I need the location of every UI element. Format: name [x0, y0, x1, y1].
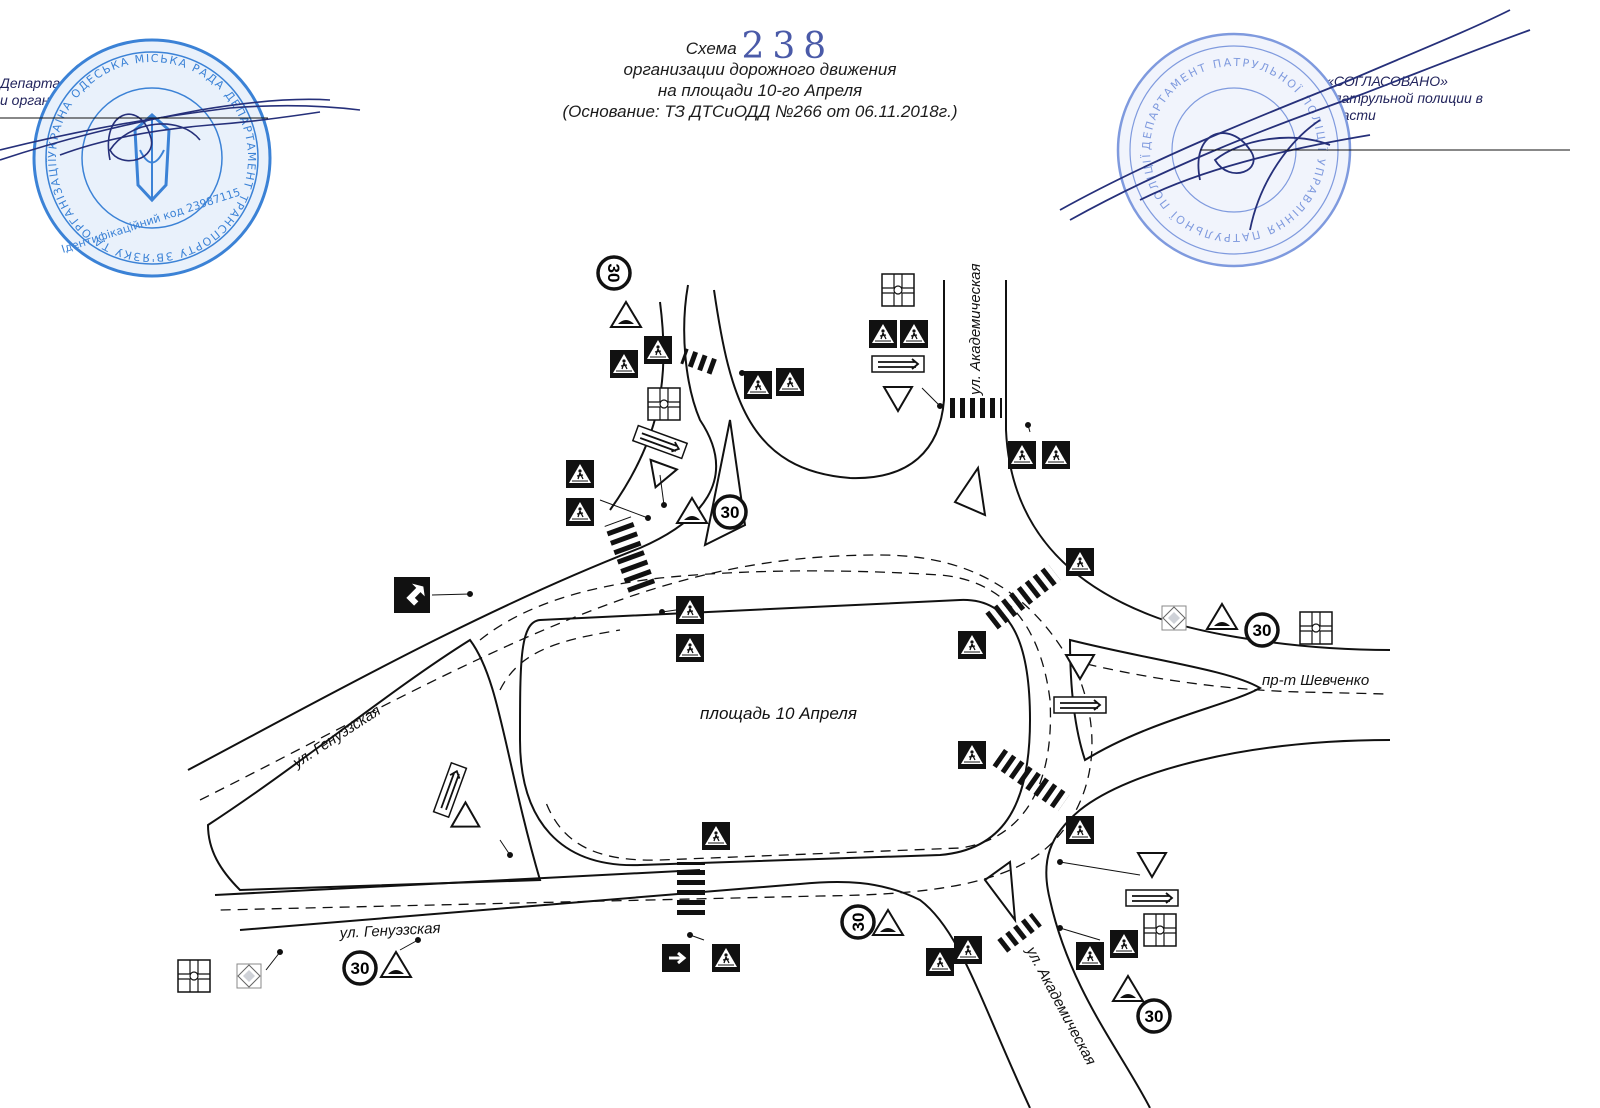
give-way-icon — [450, 801, 488, 840]
speed-limit-sign: 30 — [1136, 998, 1172, 1034]
intersection-scheme-icon — [1143, 913, 1177, 947]
title-line-scheme: Схема 238 — [520, 29, 1000, 65]
pedestrian-crossing-icon — [609, 349, 639, 379]
give-way-icon — [1137, 852, 1167, 878]
svg-text:30: 30 — [351, 959, 370, 978]
pedestrian-crossing-icon — [957, 630, 987, 660]
signature-right — [1059, 9, 1531, 231]
speed-bump-warning-icon — [1206, 603, 1238, 630]
title-word: Схема — [685, 39, 737, 58]
intersection-scheme-icon — [881, 273, 915, 307]
road-edges — [187, 280, 1391, 1108]
crosswalk-se — [992, 748, 1070, 812]
crosswalk-nw — [680, 348, 720, 376]
signature-left — [0, 98, 361, 162]
pedestrian-crossing-icon — [957, 740, 987, 770]
direction-plate-icon — [871, 355, 925, 373]
crosswalk-ne — [985, 564, 1061, 630]
intersection-scheme-icon — [1299, 611, 1333, 645]
crosswalk-akademicheskaya-top — [946, 398, 1002, 418]
title-line-3: на площади 10-го Апреля — [657, 81, 863, 100]
svg-text:30: 30 — [604, 264, 623, 283]
pedestrian-crossing-icon — [565, 497, 595, 527]
speed-limit-sign: 30 — [712, 494, 748, 530]
speed-bump-warning-icon — [872, 909, 904, 936]
direction-plate-icon — [631, 424, 689, 460]
road-signs: 30 30 — [177, 255, 1333, 1034]
scheme-number: 238 — [741, 26, 835, 67]
crosswalk-genuezskaya-south — [677, 862, 705, 916]
direction-plate-icon — [1053, 696, 1107, 714]
priority-road-icon — [1161, 605, 1187, 631]
crosswalk-genuezskaya-west — [604, 516, 656, 594]
pedestrian-crossing-icon — [701, 821, 731, 851]
speed-limit-sign: 30 — [596, 255, 632, 291]
pedestrian-crossing-icon — [1007, 440, 1037, 470]
title-basis: (Основание: ТЗ ДТСиОДД №266 от 06.11.201… — [562, 102, 958, 121]
crosswalks — [604, 348, 1070, 956]
speed-limit-sign: 30 — [342, 950, 378, 986]
label-akademicheskaya-top: ул. Академическая — [967, 263, 984, 396]
title-line-2: организации дорожного движения — [623, 60, 897, 79]
pedestrian-crossing-icon — [925, 947, 955, 977]
intersection-scheme-icon — [177, 959, 211, 993]
pedestrian-crossing-icon — [899, 319, 929, 349]
warning-sign — [610, 301, 642, 328]
label-plaza: площадь 10 Апреля — [700, 704, 857, 723]
svg-text:30: 30 — [1145, 1007, 1164, 1026]
sign-pointers — [265, 370, 1141, 971]
pedestrian-crossing-icon — [675, 633, 705, 663]
roundabout-arrow-icon — [394, 577, 430, 613]
stamp-left: УКРАЇНА ОДЕСЬКА МІСЬКА РАДА ДЕПАРТАМЕНТ … — [0, 0, 272, 278]
svg-text:30: 30 — [1253, 621, 1272, 640]
pedestrian-crossing-icon — [1109, 929, 1139, 959]
pedestrian-crossing-icon — [953, 935, 983, 965]
intersection-scheme-icon — [647, 387, 681, 421]
pedestrian-crossing-icon — [565, 459, 595, 489]
pedestrian-crossing-icon — [643, 335, 673, 365]
svg-text:30: 30 — [849, 913, 868, 932]
label-genuezskaya-lower: ул. Генуэзская — [338, 920, 441, 942]
priority-road-icon — [236, 963, 262, 989]
pedestrian-crossing-icon — [743, 370, 773, 400]
speed-bump-warning-icon — [1112, 975, 1144, 1002]
lane-arrow-icon — [660, 942, 692, 974]
speed-bump-warning-icon — [380, 951, 412, 978]
label-shevchenko: пр-т Шевченко — [1262, 672, 1369, 689]
pedestrian-crossing-icon — [1065, 547, 1095, 577]
pedestrian-crossing-icon — [675, 595, 705, 625]
label-genuezskaya-upper: ул. Генуэзская — [289, 702, 384, 772]
svg-text:30: 30 — [721, 503, 740, 522]
pedestrian-crossing-icon — [868, 319, 898, 349]
direction-plate-icon — [1125, 889, 1179, 907]
pedestrian-crossing-icon — [1065, 815, 1095, 845]
pedestrian-crossing-icon — [1041, 440, 1071, 470]
speed-bump-warning-icon — [676, 497, 708, 524]
speed-limit-sign: 30 — [840, 904, 876, 940]
crosswalk-akademicheskaya-bottom — [994, 912, 1042, 956]
title-block: Схема 238 организации дорожного движения… — [520, 29, 1000, 122]
speed-limit-sign: 30 — [1244, 612, 1280, 648]
pedestrian-crossing-icon — [775, 367, 805, 397]
pedestrian-crossing-icon — [711, 943, 741, 973]
pedestrian-crossing-icon — [1075, 941, 1105, 971]
give-way-icon — [883, 386, 913, 412]
